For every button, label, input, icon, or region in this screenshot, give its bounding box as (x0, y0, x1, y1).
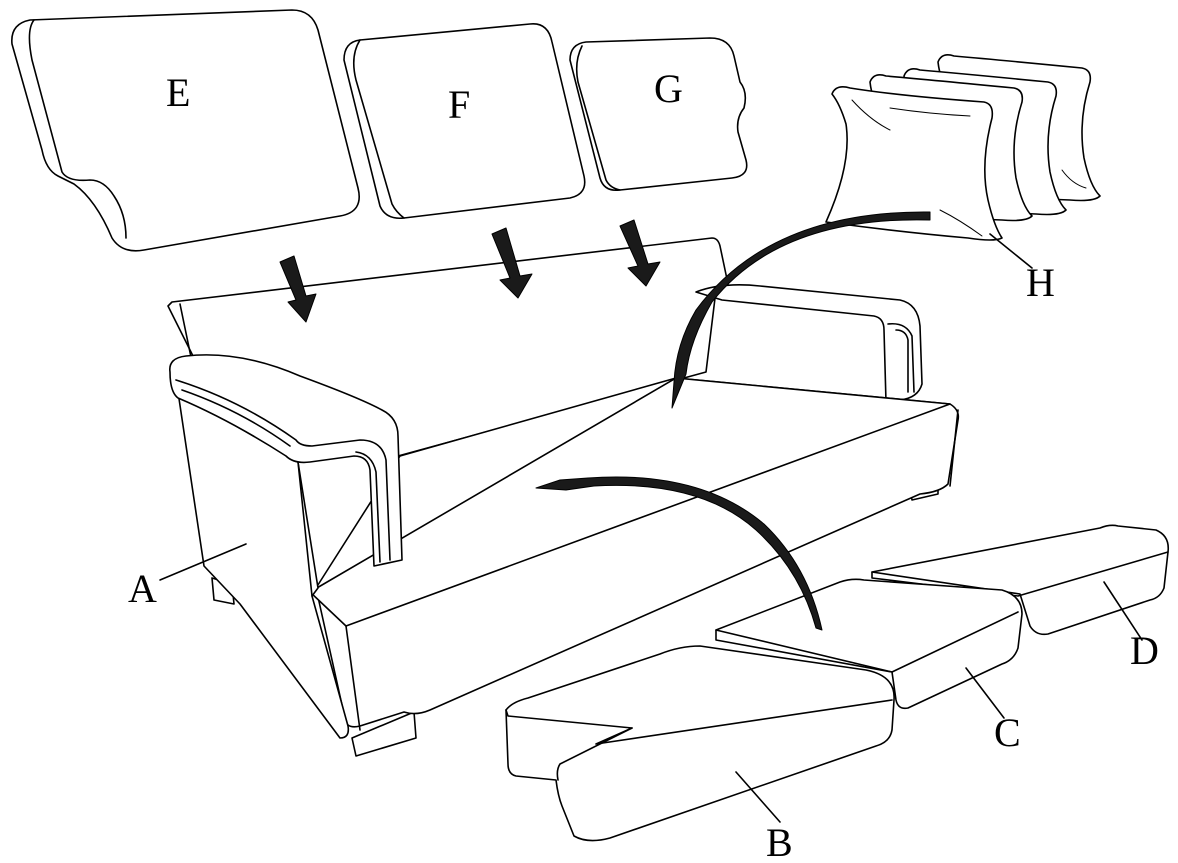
label-b: B (766, 820, 793, 858)
sofa-arm-right (695, 284, 923, 403)
back-cushion-g (569, 37, 748, 192)
arrow-cushion-to-seat (535, 476, 823, 631)
sofa-arm-left (169, 354, 403, 567)
throw-pillows (825, 54, 1101, 241)
seat-cushion-c (715, 578, 1023, 710)
label-g: G (654, 66, 683, 111)
sofa-front-rail (309, 377, 951, 627)
label-f: F (448, 82, 470, 127)
arrow-down-right (619, 219, 661, 287)
pillow-1 (825, 86, 1003, 241)
placement-arrows (279, 211, 931, 631)
sofa-frame (167, 237, 960, 757)
arrow-pillows-to-seat (671, 211, 931, 409)
label-h: H (1026, 260, 1055, 305)
arrow-down-middle (491, 227, 533, 299)
back-cushion-e (11, 9, 360, 252)
label-d: D (1130, 628, 1159, 673)
seat-cushion-b (505, 645, 895, 842)
back-cushion-f (343, 23, 586, 220)
leader-lines (159, 233, 1143, 823)
part-labels: A B C D E F G H (128, 66, 1159, 863)
label-e: E (166, 70, 190, 115)
label-c: C (994, 710, 1021, 755)
sofa-leg-front (351, 711, 417, 757)
arrow-down-left (279, 255, 317, 323)
label-a: A (128, 566, 157, 611)
sofa-side-panel-left (177, 391, 350, 739)
